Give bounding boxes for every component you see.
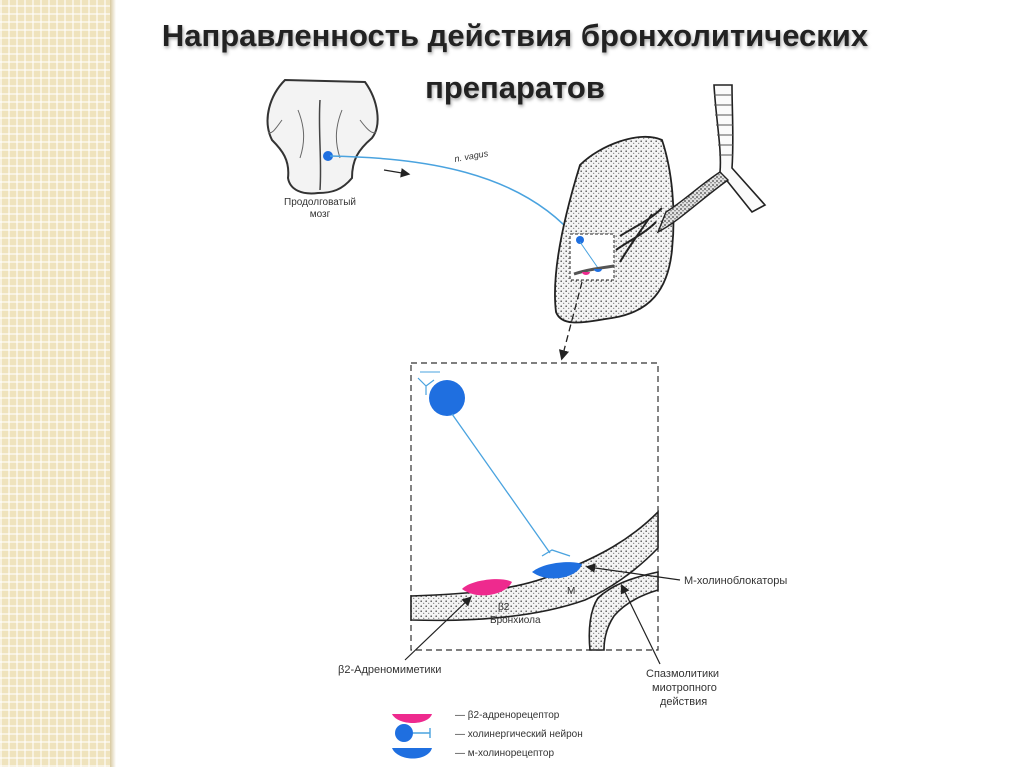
zoom-arrow <box>558 281 583 361</box>
callout-spasmolytics-2: миотропного <box>652 682 717 694</box>
legend-m-receptor-symbol <box>392 748 432 759</box>
bronchiole-label: Бронхиола <box>490 615 541 626</box>
medulla-oblongata <box>266 78 379 195</box>
nerve-label: n. vagus <box>454 148 490 164</box>
callout-beta2-agonists: β2-Адреномиметики <box>338 664 441 676</box>
legend-beta2-symbol <box>392 714 432 723</box>
m-cholinoreceptor <box>532 562 582 579</box>
lung <box>554 135 675 324</box>
trachea <box>615 84 767 263</box>
direction-arrow <box>383 168 411 178</box>
slide-title: Направленность действия бронхолитических… <box>80 10 950 114</box>
legend: — β2-адренорецептор — холинергический не… <box>392 710 583 759</box>
legend-neuron-symbol <box>395 724 431 742</box>
beta2-mark: β2 <box>498 602 510 613</box>
m-mark: M <box>567 586 575 597</box>
callout-lines <box>404 563 681 665</box>
callout-m-blockers: М-холиноблокаторы <box>684 575 787 587</box>
brain-label-line-1: Продолговатый <box>284 197 356 208</box>
title-line-1: Направленность действия бронхолитических <box>161 18 869 53</box>
callout-spasmolytics-3: действия <box>660 696 707 708</box>
zoom-source-box <box>569 233 615 281</box>
beta2-receptor <box>462 579 512 596</box>
title-line-2: препаратов <box>425 70 605 105</box>
legend-item-0: — β2-адренорецептор <box>455 710 560 721</box>
callout-spasmolytics-1: Спазмолитики <box>646 668 719 680</box>
decorative-side-stripe <box>0 0 110 767</box>
cholinergic-neuron <box>417 371 571 557</box>
brain-label-line-2: мозг <box>310 209 331 220</box>
legend-item-2: — м-холинорецептор <box>455 748 554 759</box>
stripe-shadow <box>110 0 116 767</box>
vagus-nerve <box>329 155 579 241</box>
legend-item-1: — холинергический нейрон <box>455 729 583 740</box>
